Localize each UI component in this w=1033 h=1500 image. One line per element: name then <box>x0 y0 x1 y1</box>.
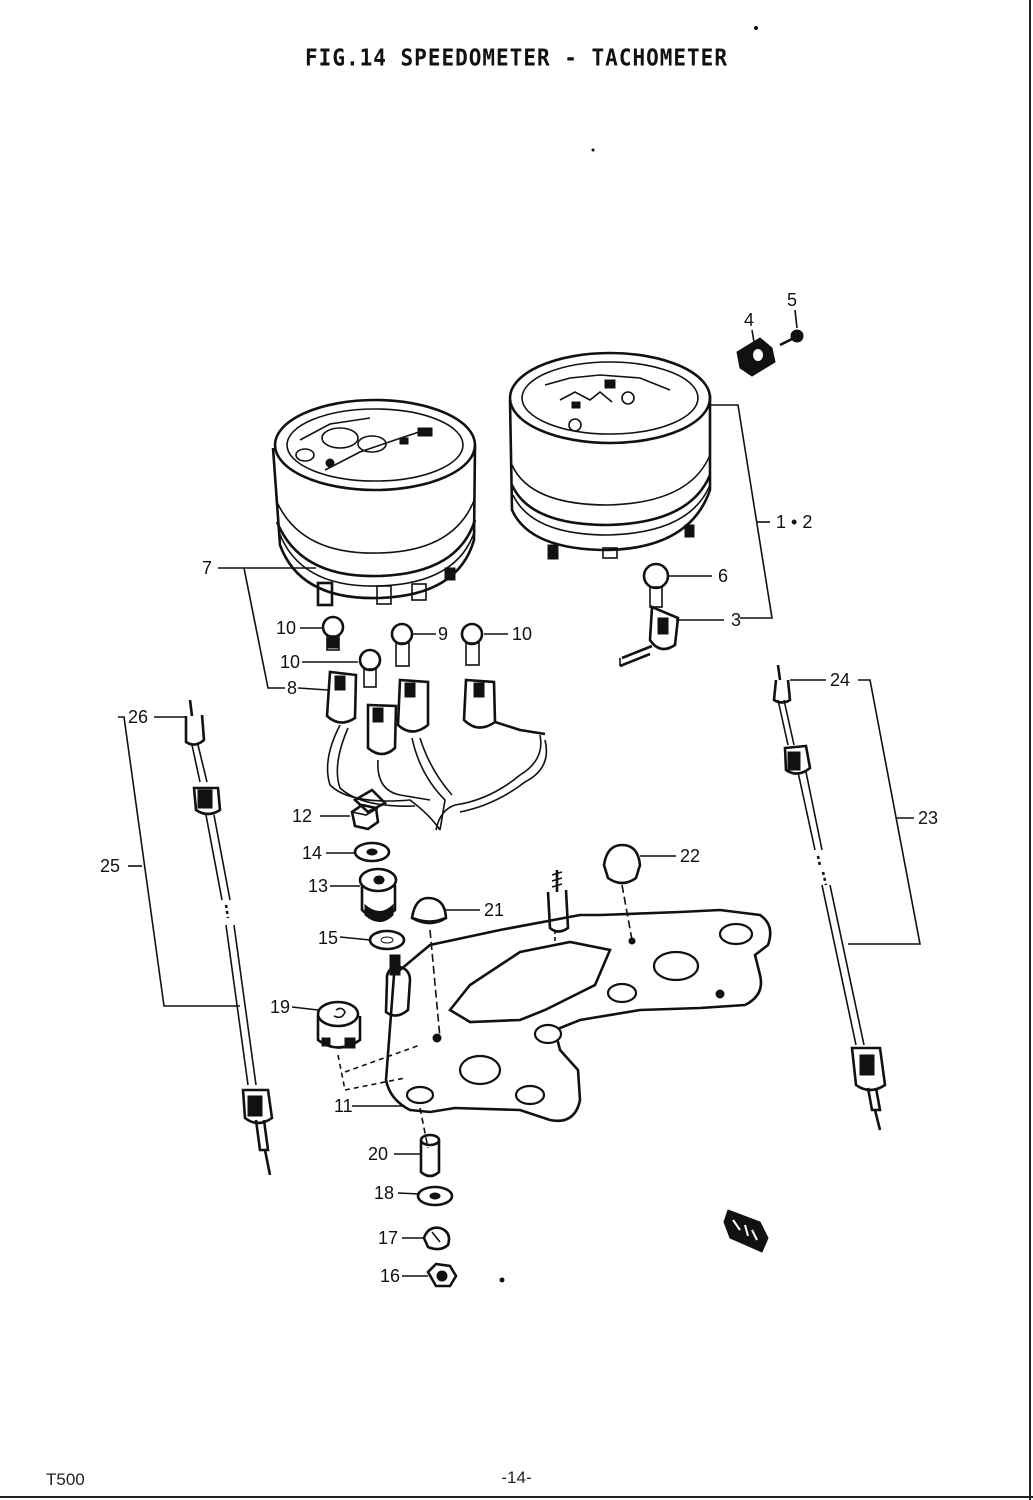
callout-16: 16 <box>380 1266 400 1286</box>
figure-title: FIG.14 SPEEDOMETER - TACHOMETER <box>305 44 728 72</box>
callout-10-middle: 10 <box>280 652 300 672</box>
washer-18 <box>416 1185 454 1207</box>
callout-11: 11 <box>334 1096 353 1116</box>
washer-14 <box>353 841 391 863</box>
instrument-bracket-11 <box>384 908 772 1123</box>
callout-15: 15 <box>318 928 338 948</box>
callout-23: 23 <box>918 808 938 828</box>
leader-lines <box>118 309 921 1277</box>
lock-washer-17 <box>422 1226 451 1251</box>
scan-border-bottom <box>0 1496 1033 1498</box>
callout-14: 14 <box>302 843 322 863</box>
model-code: T500 <box>46 1470 85 1489</box>
bulb-9 <box>390 622 414 667</box>
cushion-21 <box>410 896 448 925</box>
callout-6: 6 <box>718 566 728 586</box>
callout-8: 8 <box>287 678 297 698</box>
callout-21: 21 <box>484 900 504 920</box>
nut-16 <box>426 1262 458 1288</box>
callout-18: 18 <box>374 1183 394 1203</box>
stud-bracket-top <box>546 870 570 933</box>
callout-12: 12 <box>292 806 312 826</box>
callout-4: 4 <box>744 310 754 330</box>
callout-9: 9 <box>438 624 448 644</box>
callout-13: 13 <box>308 876 328 896</box>
callout-24: 24 <box>830 670 850 690</box>
callout-17: 17 <box>378 1228 398 1248</box>
callout-22: 22 <box>680 846 700 866</box>
collar-20 <box>419 1133 441 1178</box>
cushion-22 <box>602 843 642 885</box>
alignment-dash-lines <box>337 884 633 1149</box>
callout-10-right: 10 <box>512 624 532 644</box>
washer-15 <box>368 929 406 951</box>
scan-border-right <box>1029 0 1031 1500</box>
socket-harness-8 <box>325 670 548 831</box>
nut-12 <box>350 803 380 831</box>
callout-1-2: 1 • 2 <box>776 512 812 532</box>
page-number: -14- <box>501 1468 532 1487</box>
tachometer-gauge <box>508 351 712 560</box>
callout-25: 25 <box>100 856 120 876</box>
bulb-10-upper-left <box>321 615 345 651</box>
bulb-6-socket-3 <box>619 562 680 668</box>
rubber-damper-13 <box>358 867 398 922</box>
callout-3: 3 <box>731 610 741 630</box>
grommet-19 <box>316 1000 362 1049</box>
callout-labels: 1 • 2 3 4 5 6 7 8 9 10 10 10 11 12 13 14… <box>100 290 938 1286</box>
callout-7: 7 <box>202 558 212 578</box>
callout-19: 19 <box>270 997 290 1017</box>
front-direction-mark <box>723 1209 769 1253</box>
speedometer-cable-25 <box>184 699 274 1176</box>
cap-nut-4 <box>736 337 776 377</box>
bulb-10-right <box>460 622 484 666</box>
callout-26: 26 <box>128 707 148 727</box>
speedometer-gauge <box>271 398 477 607</box>
callout-20: 20 <box>368 1144 388 1164</box>
bulb-10-middle <box>358 648 382 688</box>
callout-5: 5 <box>787 290 797 310</box>
callout-10-upper: 10 <box>276 618 296 638</box>
tachometer-cable-23 <box>772 664 887 1131</box>
screw-5 <box>779 329 804 347</box>
